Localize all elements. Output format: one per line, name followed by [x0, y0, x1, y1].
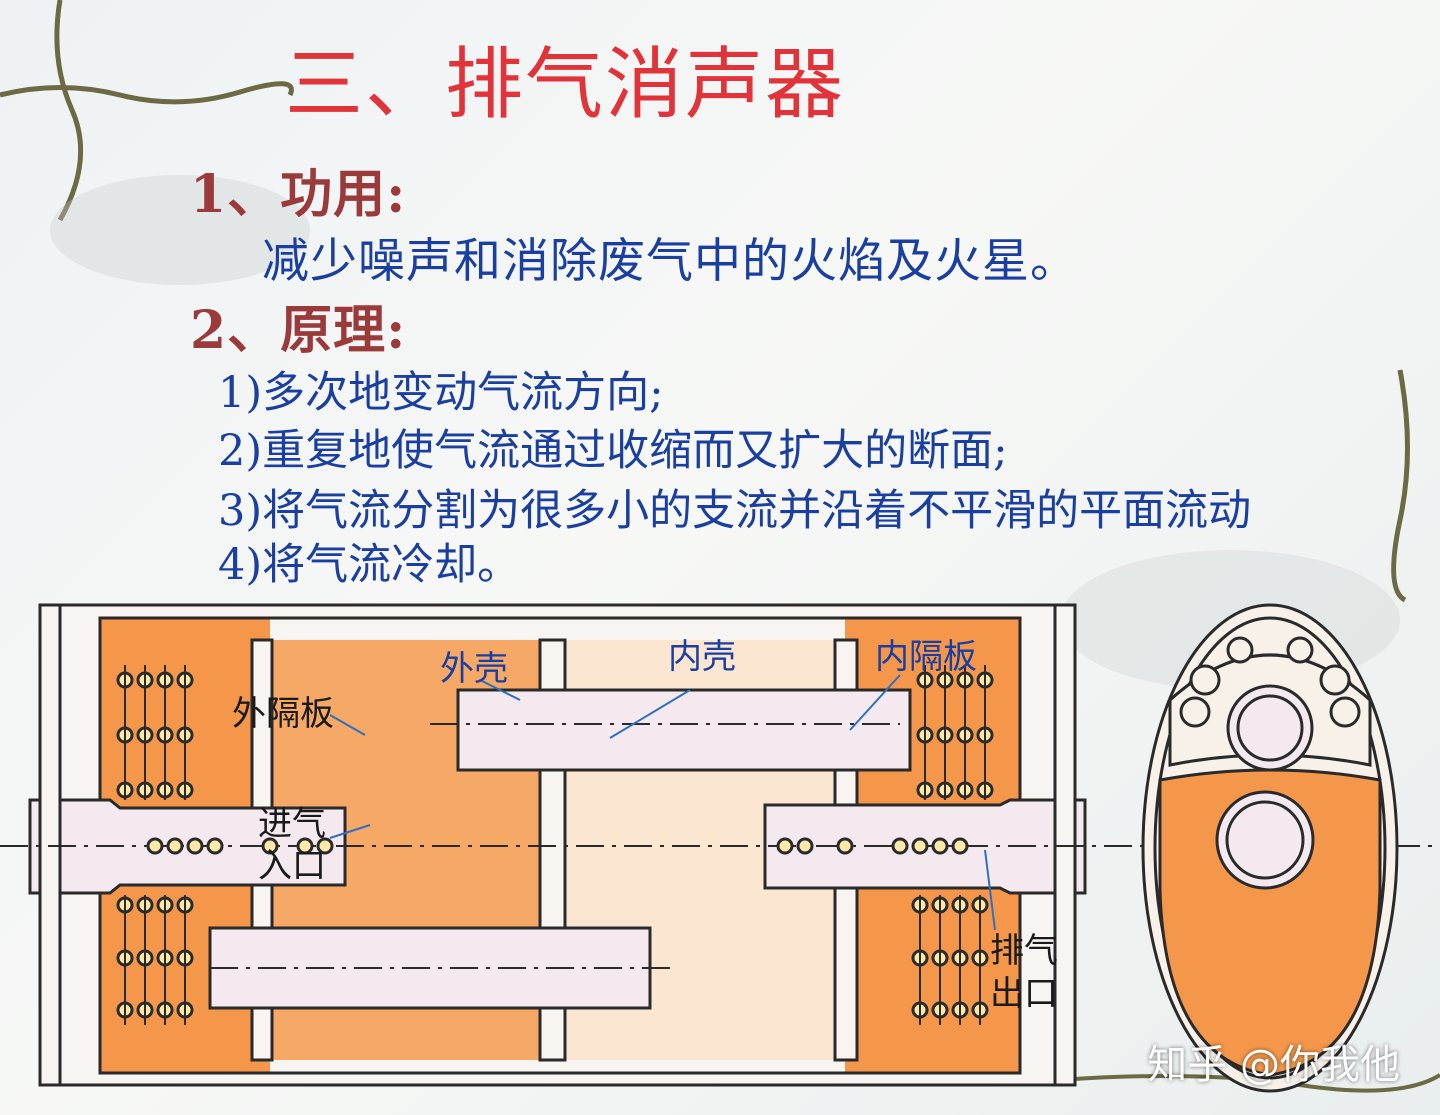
upper-tube — [456, 688, 912, 772]
principle-item-3: 3)将气流分割为很多小的支流并沿着不平滑的平面流动 — [218, 486, 1252, 536]
label-outlet-line1: 排气 — [990, 931, 1058, 971]
label-outer-shell: 外壳 — [440, 649, 508, 689]
section-top-pipe — [1226, 684, 1314, 772]
label-outlet-line2: 出口 — [990, 974, 1058, 1014]
label-inner-shell: 内壳 — [668, 637, 736, 677]
label-inlet-line2: 入口 — [258, 846, 326, 886]
slide-title: 三、排气消声器 — [285, 40, 846, 130]
section1-text: 减少噪声和消除废气中的火焰及火星。 — [262, 234, 1078, 289]
section2-heading: 2、原理: — [190, 300, 407, 361]
section1-heading: 1、功用: — [190, 164, 407, 225]
watermark: 知乎 @你我他 — [1147, 1042, 1400, 1088]
principle-item-4: 4)将气流冷却。 — [218, 540, 521, 590]
muffler-diagram: 外壳 内壳 内隔板 外隔板 进气 入口 排气 出口 — [0, 603, 1440, 1093]
principle-item-1: 1)多次地变动气流方向; — [218, 368, 664, 418]
label-inner-baffle: 内隔板 — [875, 637, 977, 677]
label-inlet-line1: 进气 — [258, 804, 326, 844]
principle-item-2: 2)重复地使气流通过收缩而又扩大的断面; — [218, 426, 1008, 476]
section-bottom-pipe — [1215, 790, 1315, 890]
label-outer-baffle: 外隔板 — [232, 694, 334, 734]
